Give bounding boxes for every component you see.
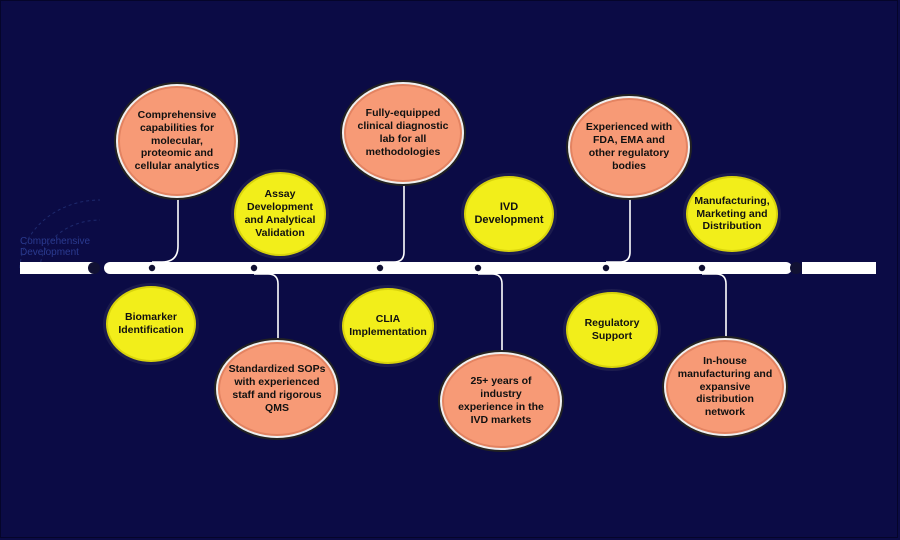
node-inhouse-manufacturing: In-house manufacturing and expansive dis… — [666, 340, 784, 434]
node-label: Comprehensive capabilities for molecular… — [134, 109, 220, 173]
connector-line — [606, 194, 631, 263]
faint-arc — [39, 219, 101, 269]
node-regulatory-support: Regulatory Support — [566, 292, 658, 368]
node-regulatory-experience: Experienced with FDA, EMA and other regu… — [570, 98, 688, 196]
node-label: CLIA Implementation — [349, 313, 427, 338]
node-label: Manufacturing, Marketing and Distributio… — [694, 194, 770, 233]
node-label: Assay Development and Analytical Validat… — [244, 188, 316, 239]
node-label: Regulatory Support — [584, 317, 640, 342]
node-clia-implementation: CLIA Implementation — [342, 288, 434, 364]
node-biomarker-identification: Biomarker Identification — [106, 286, 196, 362]
node-industry-experience: 25+ years of industry experience in the … — [442, 354, 560, 448]
node-label: In-house manufacturing and expansive dis… — [677, 355, 773, 419]
node-comprehensive-capabilities: Comprehensive capabilities for molecular… — [118, 86, 236, 196]
node-label: Experienced with FDA, EMA and other regu… — [585, 121, 673, 172]
timeline-bar-main — [104, 262, 792, 274]
connector-line — [380, 180, 405, 263]
connector-line — [478, 273, 503, 356]
connector-line — [152, 192, 179, 263]
milestone-dot — [250, 264, 258, 272]
node-ivd-development: IVD Development — [464, 176, 554, 252]
milestone-dot — [376, 264, 384, 272]
node-label: Biomarker Identification — [118, 311, 184, 336]
faint-label-line2: Development — [20, 247, 79, 258]
timeline-bar-right-end — [790, 262, 802, 274]
timeline-bar-left — [20, 262, 94, 274]
node-assay-development: Assay Development and Analytical Validat… — [234, 172, 326, 256]
node-label: Fully-equipped clinical diagnostic lab f… — [357, 107, 449, 158]
faint-label: Comprehensive Development — [20, 236, 90, 258]
node-label: IVD Development — [474, 200, 544, 226]
milestone-dot — [602, 264, 610, 272]
node-clinical-lab: Fully-equipped clinical diagnostic lab f… — [344, 84, 462, 182]
milestone-dot — [474, 264, 482, 272]
milestone-dot — [148, 264, 156, 272]
node-label: Standardized SOPs with experienced staff… — [228, 363, 326, 414]
node-label: 25+ years of industry experience in the … — [458, 375, 544, 426]
connector-line — [254, 273, 279, 342]
connector-line — [702, 273, 727, 340]
timeline-bar-left-end — [88, 262, 100, 274]
timeline-bar-right — [802, 262, 876, 274]
milestone-dot — [698, 264, 706, 272]
node-standardized-sops: Standardized SOPs with experienced staff… — [218, 342, 336, 436]
node-manufacturing-marketing: Manufacturing, Marketing and Distributio… — [686, 176, 778, 252]
faint-arc — [19, 199, 101, 269]
faint-label-line1: Comprehensive — [20, 236, 91, 247]
